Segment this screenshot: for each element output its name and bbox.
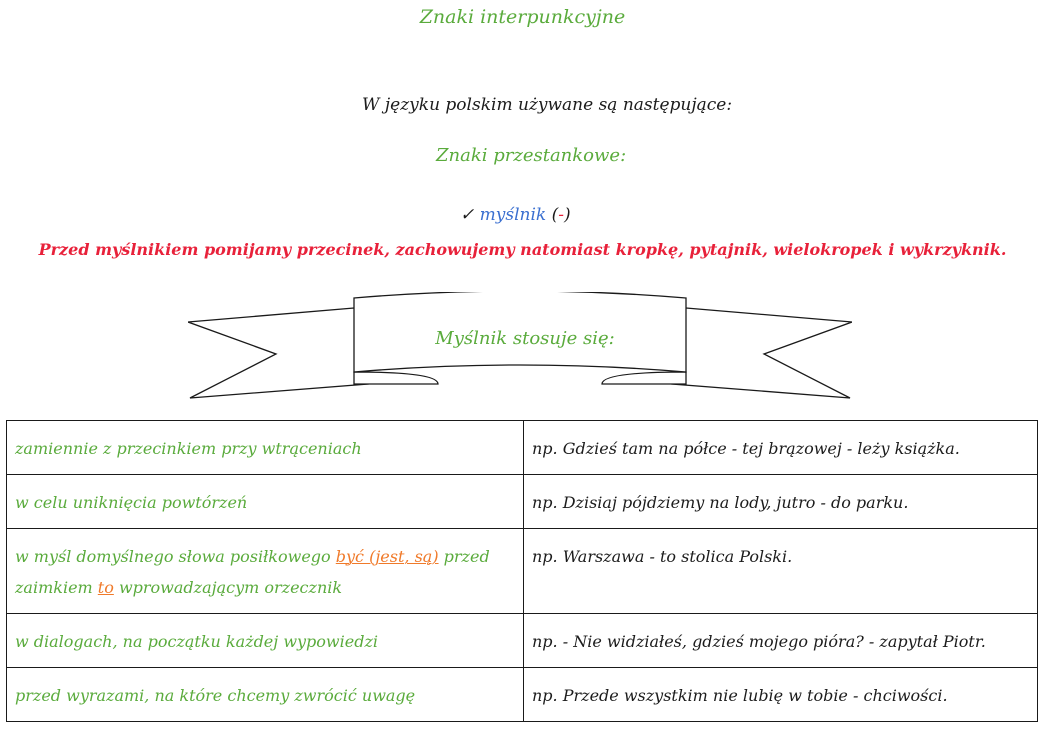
ribbon-banner xyxy=(188,292,852,399)
ribbon-right-tail xyxy=(671,307,852,399)
example-cell: np. Warszawa - to stolica Polski. xyxy=(523,528,1038,614)
ribbon-main-band xyxy=(353,292,687,373)
usage-text: w myśl domyślnego słowa posiłkowego xyxy=(15,547,336,566)
ribbon-right-fold xyxy=(601,371,687,385)
usage-table: zamiennie z przecinkiem przy wtrąceniach… xyxy=(6,420,1038,722)
ribbon-left-fold xyxy=(353,371,439,385)
highlight-word: to xyxy=(97,578,114,597)
bullet-term: myślnik xyxy=(479,205,547,225)
bullet-symbol: - xyxy=(558,205,565,225)
usage-text: wprowadzającym orzecznik xyxy=(113,578,343,597)
table-row: w myśl domyślnego słowa posiłkowego być … xyxy=(6,528,1038,614)
banner-title: Myślnik stosuje się: xyxy=(435,328,615,349)
rule-text: Przed myślnikiem pomijamy przecinek, zac… xyxy=(38,240,1007,259)
bullet-paren-close: ) xyxy=(564,205,571,225)
table-row: zamiennie z przecinkiem przy wtrąceniach… xyxy=(6,420,1038,475)
intro-text: W języku polskim używane są następujące: xyxy=(362,95,733,115)
usage-text: przed zaimkiem xyxy=(15,547,490,597)
usage-cell: w myśl domyślnego słowa posiłkowego być … xyxy=(6,528,524,614)
usage-cell: przed wyrazami, na które chcemy zwrócić … xyxy=(6,667,524,722)
example-cell: np. Przede wszystkim nie lubię w tobie -… xyxy=(523,667,1038,722)
page-title: Znaki interpunkcyjne xyxy=(419,6,626,28)
ribbon-left-tail xyxy=(188,307,369,399)
table-row: w dialogach, na początku każdej wypowied… xyxy=(6,613,1038,668)
example-cell: np. - Nie widziałeś, gdzieś mojego pióra… xyxy=(523,613,1038,668)
checkmark-icon: ✓ xyxy=(460,205,475,225)
table-row: w celu uniknięcia powtórzeń np. Dzisiaj … xyxy=(6,474,1038,529)
highlight-word: być (jest, są) xyxy=(335,547,439,566)
section-subtitle: Znaki przestankowe: xyxy=(436,145,627,166)
example-cell: np. Gdzieś tam na półce - tej brązowej -… xyxy=(523,420,1038,475)
bullet-item: ✓ myślnik (-) xyxy=(460,205,571,225)
example-cell: np. Dzisiaj pójdziemy na lody, jutro - d… xyxy=(523,474,1038,529)
table-row: przed wyrazami, na które chcemy zwrócić … xyxy=(6,667,1038,722)
usage-cell: w celu uniknięcia powtórzeń xyxy=(6,474,524,529)
usage-cell: zamiennie z przecinkiem przy wtrąceniach xyxy=(6,420,524,475)
usage-cell: w dialogach, na początku każdej wypowied… xyxy=(6,613,524,668)
bullet-paren-open: ( xyxy=(546,205,559,225)
